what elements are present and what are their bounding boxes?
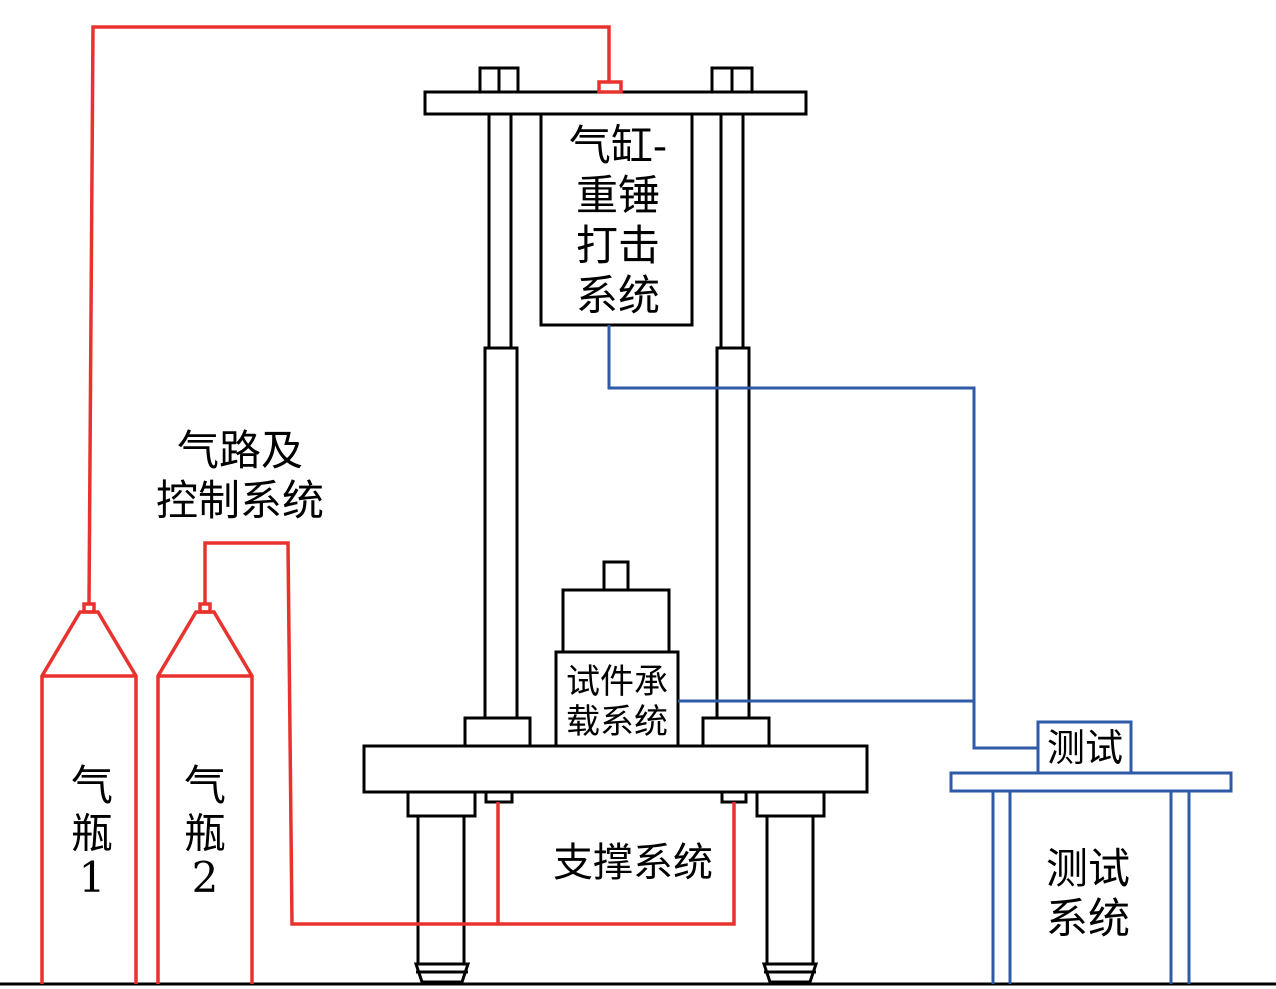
specimen-label-line-2: 载系统	[566, 702, 668, 742]
left-column-lower	[483, 346, 519, 720]
bottle-2-label-line-1: 气	[184, 761, 226, 810]
specimen-cap	[602, 560, 630, 592]
specimen-system-label: 试件承 载系统	[566, 662, 668, 742]
bottle-1-label-line-1: 气	[71, 761, 113, 810]
test-system-label: 测试 系统	[1046, 844, 1130, 943]
gas-port-right	[720, 790, 748, 804]
gas-control-label-line-2: 控制系统	[156, 476, 324, 525]
cylinder-label-line-2: 重锤	[576, 171, 660, 220]
bottle-2-label-line-2: 瓶	[184, 809, 226, 858]
test-system-label-line-2: 系统	[1046, 894, 1130, 943]
bottle-2-label-line-3: 2	[192, 853, 219, 902]
cylinder-hammer-box	[539, 112, 694, 327]
test-system-label-line-1: 测试	[1046, 844, 1130, 893]
cylinder-label-line-4: 系统	[576, 271, 660, 320]
test-box-label: 测试	[1047, 726, 1123, 770]
base-plate	[362, 744, 869, 794]
cylinder-label-line-3: 打击	[576, 221, 660, 270]
right-foot	[761, 962, 819, 984]
cylinder-gas-inlet	[597, 80, 623, 94]
gas-control-label-line-1: 气路及	[177, 426, 303, 475]
bottle-2-label: 气 瓶 2	[184, 761, 226, 902]
frame-structure	[0, 66, 1276, 986]
gas-line-bottle2-to-base	[203, 541, 736, 926]
test-table-top	[949, 771, 1233, 793]
right-column-upper	[719, 112, 745, 350]
top-plate	[423, 90, 808, 116]
right-leg-collar	[755, 790, 826, 818]
cylinder-label-line-1: 气缸-	[569, 121, 667, 170]
left-column-base	[463, 716, 532, 748]
right-leg	[765, 814, 815, 966]
bottle-2-valve	[198, 602, 212, 614]
signal-line-cylinder	[607, 325, 1038, 750]
left-column-upper	[487, 112, 513, 350]
cylinder-system-label: 气缸- 重锤 打击 系统	[569, 121, 667, 320]
signal-lines	[607, 325, 1233, 984]
bottle-1-label-line-3: 1	[79, 853, 106, 902]
specimen-label-line-1: 试件承	[566, 662, 668, 702]
right-column-lower	[715, 346, 751, 720]
bottle-1-label-line-2: 瓶	[71, 809, 113, 858]
right-column-base	[701, 716, 771, 748]
left-leg	[416, 814, 466, 966]
specimen-body	[561, 588, 671, 654]
bottle-1-valve	[82, 602, 96, 614]
gas-port-left	[484, 790, 514, 804]
gas-control-label: 气路及 控制系统	[156, 426, 324, 525]
gas-lines	[40, 25, 736, 984]
support-system-label: 支撑系统	[553, 840, 713, 886]
gas-line-bottle1-to-cylinder	[87, 25, 611, 605]
bottle-1-label: 气 瓶 1	[71, 761, 113, 902]
left-foot	[413, 962, 471, 984]
left-leg-collar	[406, 790, 477, 818]
